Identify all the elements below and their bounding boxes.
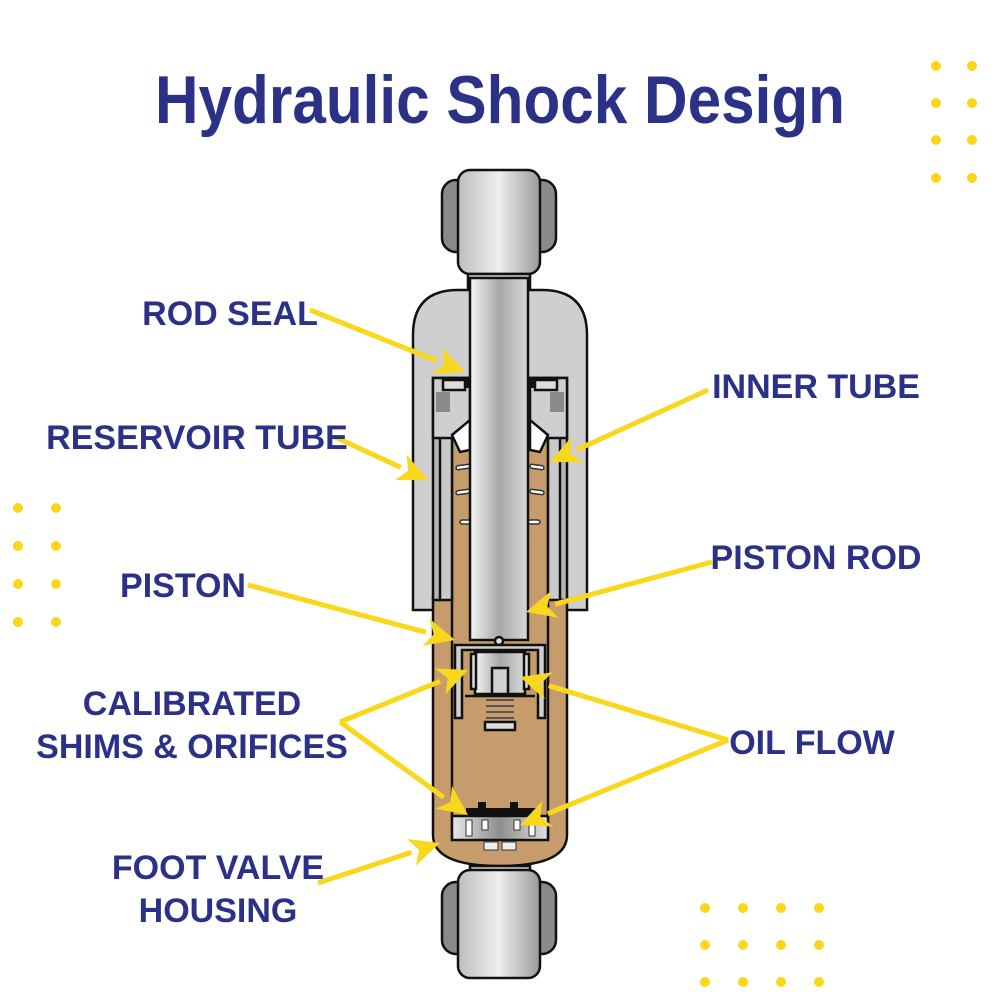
piston-rod	[468, 276, 530, 642]
decor-dot	[13, 541, 23, 551]
decor-dot	[776, 977, 786, 987]
label-rod-seal: ROD SEAL	[142, 295, 318, 333]
decor-dot	[51, 579, 61, 589]
label-inner-tube: INNER TUBE	[712, 368, 920, 406]
rod-seal	[431, 376, 569, 454]
arrow-piston-rod	[526, 559, 713, 618]
arrow-reservoir-tube	[333, 434, 428, 481]
decor-dot	[931, 173, 941, 183]
decor-dot	[931, 61, 941, 71]
foot-valve	[450, 802, 550, 851]
label-calibrated: CALIBRATED	[83, 685, 301, 723]
decor-dot	[13, 503, 23, 513]
label-foot-valve: FOOT VALVE	[112, 849, 324, 887]
page-title: Hydraulic Shock Design	[155, 62, 845, 138]
callout-arrows	[247, 307, 729, 886]
decor-dot	[776, 903, 786, 913]
decor-dot	[967, 135, 977, 145]
decor-dot	[967, 61, 977, 71]
decor-dot	[931, 98, 941, 108]
decor-dot	[776, 940, 786, 950]
decor-dot	[13, 579, 23, 589]
decor-dot	[700, 903, 710, 913]
label-housing: HOUSING	[139, 892, 298, 930]
decorative-dots	[13, 61, 977, 987]
decor-dot	[51, 541, 61, 551]
decor-dot	[700, 940, 710, 950]
decor-dot	[814, 940, 824, 950]
bottom-mount-eye	[440, 864, 558, 980]
decor-dot	[738, 940, 748, 950]
arrow-oil-flow-upper	[520, 672, 729, 743]
arrow-rod-seal	[309, 307, 465, 374]
arrow-piston	[247, 582, 455, 646]
decor-dot	[967, 173, 977, 183]
decor-dot	[13, 617, 23, 627]
top-mount-eye	[440, 168, 558, 296]
decor-dot	[51, 503, 61, 513]
label-piston: PISTON	[120, 567, 246, 605]
label-piston-rod: PISTON ROD	[711, 539, 922, 577]
arrow-inner-tube	[550, 387, 710, 463]
decor-dot	[814, 977, 824, 987]
decor-dot	[700, 977, 710, 987]
decor-dot	[931, 135, 941, 145]
decor-dot	[967, 98, 977, 108]
decor-dot	[738, 903, 748, 913]
decor-dot	[738, 977, 748, 987]
label-oil-flow: OIL FLOW	[729, 724, 895, 762]
label-shims-orifices: SHIMS & ORIFICES	[36, 728, 348, 766]
arrow-oil-flow-lower	[520, 737, 729, 827]
decor-dot	[51, 617, 61, 627]
arrow-shims-lower	[338, 719, 468, 815]
arrow-foot-valve	[317, 839, 440, 886]
decor-dot	[814, 903, 824, 913]
label-reservoir-tube: RESERVOIR TUBE	[46, 419, 348, 457]
piston	[453, 635, 547, 732]
arrow-shims-upper	[339, 668, 468, 725]
